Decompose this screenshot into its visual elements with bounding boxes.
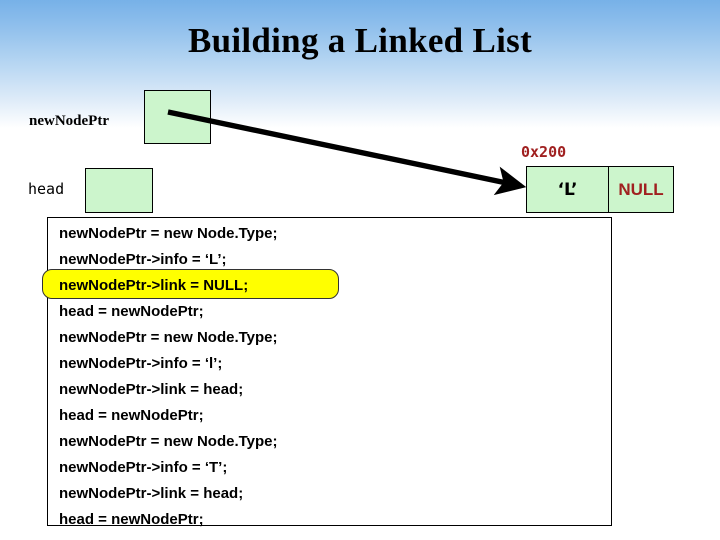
code-block-border xyxy=(47,217,612,526)
node-info-cell: ‘L’ xyxy=(526,166,608,213)
linked-list-node: ‘L’ NULL xyxy=(526,166,674,213)
code-line: newNodePtr->info = ‘l’; xyxy=(59,355,223,372)
code-line: newNodePtr->info = ‘T’; xyxy=(59,459,228,476)
node-address-label: 0x200 xyxy=(521,143,567,161)
node-link-cell: NULL xyxy=(608,166,674,213)
code-block: newNodePtr = new Node.Type; newNodePtr->… xyxy=(55,221,615,533)
code-highlight-box xyxy=(42,269,339,299)
code-line: newNodePtr = new Node.Type; xyxy=(59,433,278,450)
newnodeptr-label: newNodePtr xyxy=(29,113,109,129)
code-line-highlighted: newNodePtr->link = NULL; xyxy=(59,277,249,294)
code-line: newNodePtr->info = ‘L’; xyxy=(59,251,227,268)
code-line: head = newNodePtr; xyxy=(59,511,204,528)
head-box xyxy=(85,168,153,213)
code-line: head = newNodePtr; xyxy=(59,407,204,424)
code-line: newNodePtr = new Node.Type; xyxy=(59,225,278,242)
code-line: newNodePtr = new Node.Type; xyxy=(59,329,278,346)
code-line: newNodePtr->link = head; xyxy=(59,381,244,398)
code-line: head = newNodePtr; xyxy=(59,303,204,320)
newnodeptr-box xyxy=(144,90,211,144)
head-label: head xyxy=(28,180,65,198)
page-title: Building a Linked List xyxy=(187,21,533,60)
code-line: newNodePtr->link = head; xyxy=(59,485,244,502)
